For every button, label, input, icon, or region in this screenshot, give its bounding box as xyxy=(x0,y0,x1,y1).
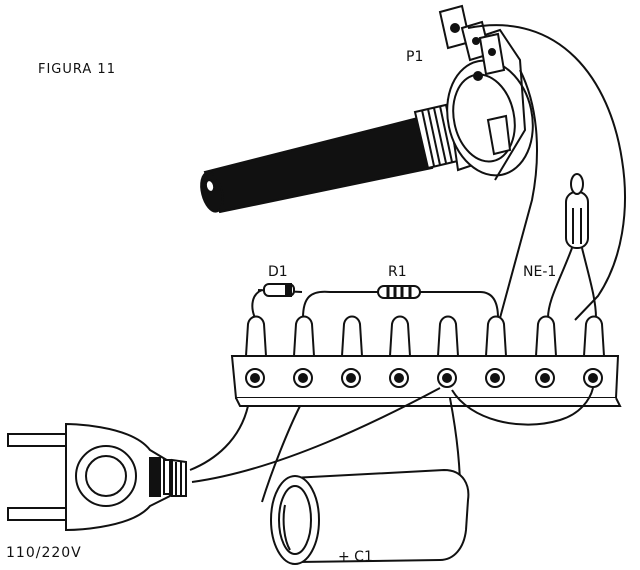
lug-7 xyxy=(535,315,557,357)
screw-6 xyxy=(485,368,505,388)
screw-2 xyxy=(293,368,313,388)
wires xyxy=(251,24,626,321)
potentiometer xyxy=(200,4,534,214)
lug-3 xyxy=(341,315,363,357)
screw-1 xyxy=(245,368,265,388)
lug-8 xyxy=(583,315,605,357)
voltage-label: 110/220V xyxy=(6,545,82,561)
wire-neon-right xyxy=(581,247,597,319)
wire-pot-to-lug6 xyxy=(499,69,538,319)
lug-5 xyxy=(437,315,459,357)
wire-cap-to-screw2 xyxy=(261,405,301,503)
neon-lamp-label: NE-1 xyxy=(523,264,556,280)
lug-6 xyxy=(485,315,507,357)
wire-plug-to-screw5 xyxy=(191,387,441,483)
screw-8 xyxy=(583,368,603,388)
terminal-strip-screws xyxy=(245,368,603,388)
potentiometer-shaft xyxy=(200,116,434,214)
wire-pot-to-lug8 xyxy=(467,24,626,321)
wire-neon-left xyxy=(547,247,573,319)
wire-screw5-to-screw8 xyxy=(451,387,594,426)
terminal-strip-lugs xyxy=(245,315,605,357)
wire-r1-to-lug6 xyxy=(420,291,499,319)
figure-label: FIGURA 11 xyxy=(38,62,116,77)
potentiometer-terminals xyxy=(438,4,506,81)
wire-plug-to-screw1 xyxy=(189,405,249,471)
lug-4 xyxy=(389,315,411,357)
neon-lamp-ne1 xyxy=(565,173,589,249)
terminal-strip xyxy=(230,355,622,407)
screw-4 xyxy=(389,368,409,388)
screw-7 xyxy=(535,368,555,388)
wire-d1-to-lug1 xyxy=(251,289,263,319)
screw-3 xyxy=(341,368,361,388)
plug-prong-bottom xyxy=(7,507,67,521)
power-plug xyxy=(7,422,187,532)
lug-2 xyxy=(293,315,315,357)
potentiometer-body xyxy=(446,28,534,181)
screw-5 xyxy=(437,368,457,388)
capacitor-c1 xyxy=(270,468,470,565)
diode-label: D1 xyxy=(268,264,288,280)
potentiometer-label: P1 xyxy=(406,49,423,65)
resistor-label: R1 xyxy=(388,264,407,280)
plug-prong-top xyxy=(7,433,67,447)
capacitor-label: + C1 xyxy=(338,549,373,565)
resistor-r1 xyxy=(377,285,421,299)
diode-d1 xyxy=(257,283,303,297)
lug-1 xyxy=(245,315,267,357)
wire-d1-r1-link xyxy=(302,290,378,319)
